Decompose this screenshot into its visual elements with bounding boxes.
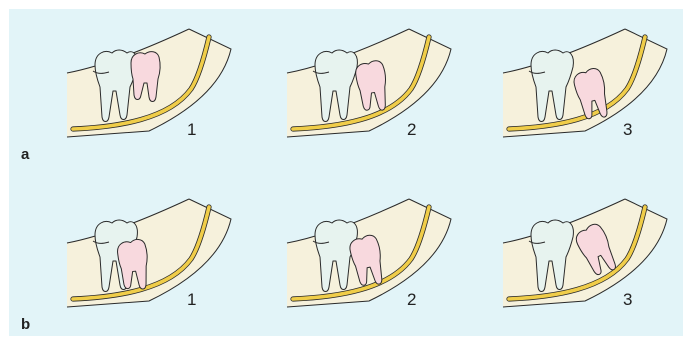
row-b: 1 2 3 b [21, 199, 667, 333]
panel-number: 1 [187, 290, 196, 309]
panel-a2: 2 [287, 29, 451, 139]
panel-b1: 1 [67, 199, 231, 309]
panel-number: 3 [623, 290, 632, 309]
panel-a3: 3 [503, 29, 667, 139]
row-a: 1 2 3 a [21, 29, 667, 163]
row-label-b: b [21, 316, 30, 333]
panel-number: 2 [407, 120, 416, 139]
panel-b3: 3 [503, 199, 667, 309]
row-label-a: a [21, 146, 30, 163]
figure-canvas: 1 2 3 a 1 2 [9, 9, 683, 336]
panel-b2: 2 [287, 199, 451, 309]
panel-number: 3 [623, 120, 632, 139]
panel-a1: 1 [67, 29, 231, 139]
panel-number: 1 [187, 120, 196, 139]
figure: 1 2 3 a 1 2 [9, 9, 683, 336]
panel-number: 2 [407, 290, 416, 309]
